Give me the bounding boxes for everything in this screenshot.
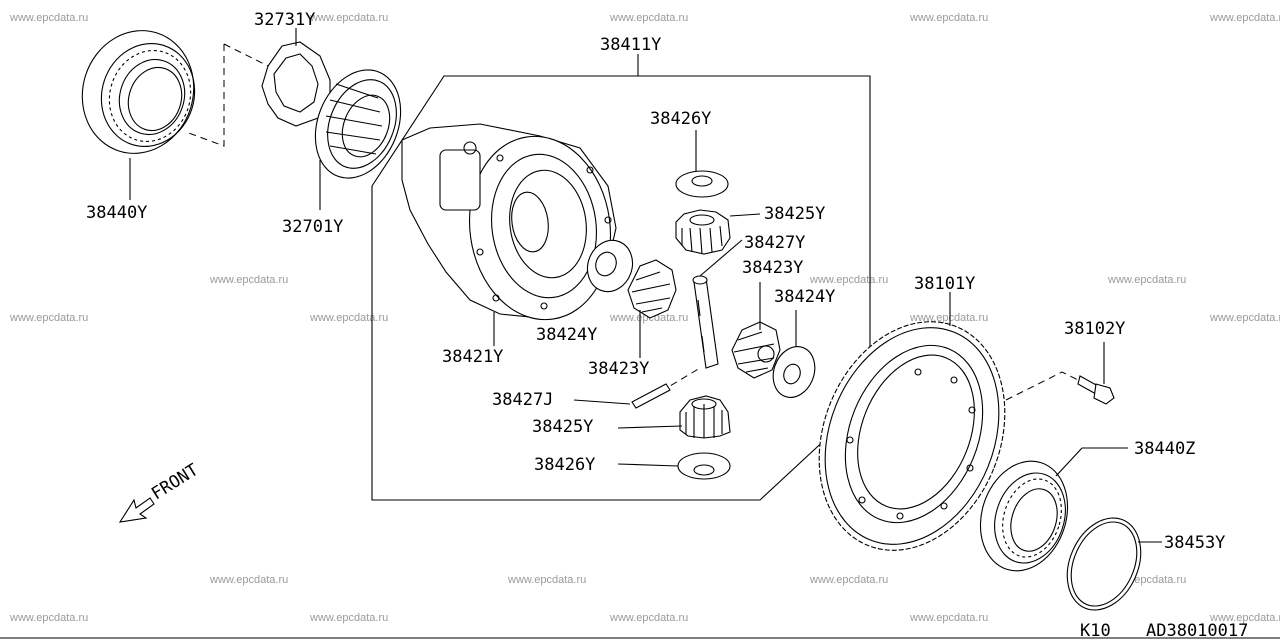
watermark: www.epcdata.ru — [507, 574, 586, 586]
watermark: www.epcdata.ru — [909, 12, 988, 24]
pinion-shaft — [692, 275, 719, 369]
leader-line — [573, 399, 631, 405]
watermark: www.epcdata.ru — [309, 12, 388, 24]
side-gear-bottom — [679, 395, 731, 439]
watermark: www.epcdata.ru — [609, 612, 688, 624]
thrust-washer-top — [675, 170, 729, 198]
watermark: www.epcdata.ru — [1209, 312, 1280, 324]
watermark: www.epcdata.ru — [1209, 612, 1280, 624]
diagram-code: AD38010017 — [1146, 621, 1248, 640]
watermark: www.epcdata.ru — [1107, 274, 1186, 286]
thrust-washer-left — [586, 239, 634, 293]
watermark: www.epcdata.ru — [209, 274, 288, 286]
watermark: www.epcdata.ru — [1209, 12, 1280, 24]
part-label-38421Y[interactable]: 38421Y — [442, 347, 503, 367]
leader-line — [699, 239, 743, 277]
leader-line — [729, 213, 761, 217]
watermark: www.epcdata.ru — [209, 574, 288, 586]
part-label-38102Y[interactable]: 38102Y — [1064, 319, 1125, 339]
lock-pin — [631, 383, 671, 409]
part-label-32731Y[interactable]: 32731Y — [254, 10, 315, 30]
side-bearing-left — [81, 30, 196, 154]
part-label-38440Y[interactable]: 38440Y — [86, 203, 147, 223]
assembly-frame — [371, 75, 871, 501]
watermark: www.epcdata.ru — [309, 612, 388, 624]
leader-line — [617, 463, 679, 467]
oil-seal — [314, 69, 402, 179]
pinion-gear-right — [731, 321, 781, 379]
leader-dashed — [1005, 371, 1079, 401]
side-gear-top — [675, 209, 731, 255]
front-label: FRONT — [148, 460, 202, 504]
final-drive-gear — [818, 321, 1006, 551]
leader-line — [1055, 447, 1083, 477]
part-label-38101Y[interactable]: 38101Y — [914, 274, 975, 294]
part-label-32701Y[interactable]: 32701Y — [282, 217, 343, 237]
part-label-38424Y-left[interactable]: 38424Y — [536, 325, 597, 345]
watermark: www.epcdata.ru — [9, 12, 88, 24]
part-label-38423Y-right[interactable]: 38423Y — [742, 258, 803, 278]
thrust-washer-right — [772, 346, 816, 398]
part-label-38427Y[interactable]: 38427Y — [744, 233, 805, 253]
leader-dashed — [185, 43, 269, 147]
ring-gear-bolt — [1077, 375, 1115, 405]
adjusting-shim — [261, 41, 331, 127]
watermark: www.epcdata.ru — [809, 274, 888, 286]
watermark-layer: www.epcdata.ru www.epcdata.ru www.epcdat… — [9, 12, 1280, 624]
part-label-38427J[interactable]: 38427J — [492, 390, 553, 410]
part-label-38426Y-top[interactable]: 38426Y — [650, 109, 711, 129]
watermark: www.epcdata.ru — [909, 312, 988, 324]
shim-ring — [1066, 517, 1142, 611]
watermark: www.epcdata.ru — [609, 312, 688, 324]
pinion-gear-left — [627, 259, 677, 319]
part-label-38425Y-top[interactable]: 38425Y — [764, 204, 825, 224]
side-bearing-right — [979, 460, 1069, 572]
front-direction-arrow: FRONT — [118, 460, 202, 523]
part-label-38425Y-bottom[interactable]: 38425Y — [532, 417, 593, 437]
model-code: K10 — [1080, 621, 1111, 640]
watermark: www.epcdata.ru — [909, 612, 988, 624]
part-label-38423Y-left[interactable]: 38423Y — [588, 359, 649, 379]
watermark: www.epcdata.ru — [9, 612, 88, 624]
watermark: www.epcdata.ru — [609, 12, 688, 24]
part-label-38453Y[interactable]: 38453Y — [1164, 533, 1225, 553]
leader-line — [617, 425, 683, 429]
thrust-washer-bottom — [677, 452, 731, 480]
part-label-38411Y[interactable]: 38411Y — [600, 35, 661, 55]
watermark: www.epcdata.ru — [309, 312, 388, 324]
part-label-38424Y-right[interactable]: 38424Y — [774, 287, 835, 307]
part-label-38426Y-bottom[interactable]: 38426Y — [534, 455, 595, 475]
watermark: www.epcdata.ru — [809, 574, 888, 586]
differential-case — [401, 123, 617, 321]
watermark: www.epcdata.ru — [9, 312, 88, 324]
part-label-38440Z[interactable]: 38440Z — [1134, 439, 1195, 459]
